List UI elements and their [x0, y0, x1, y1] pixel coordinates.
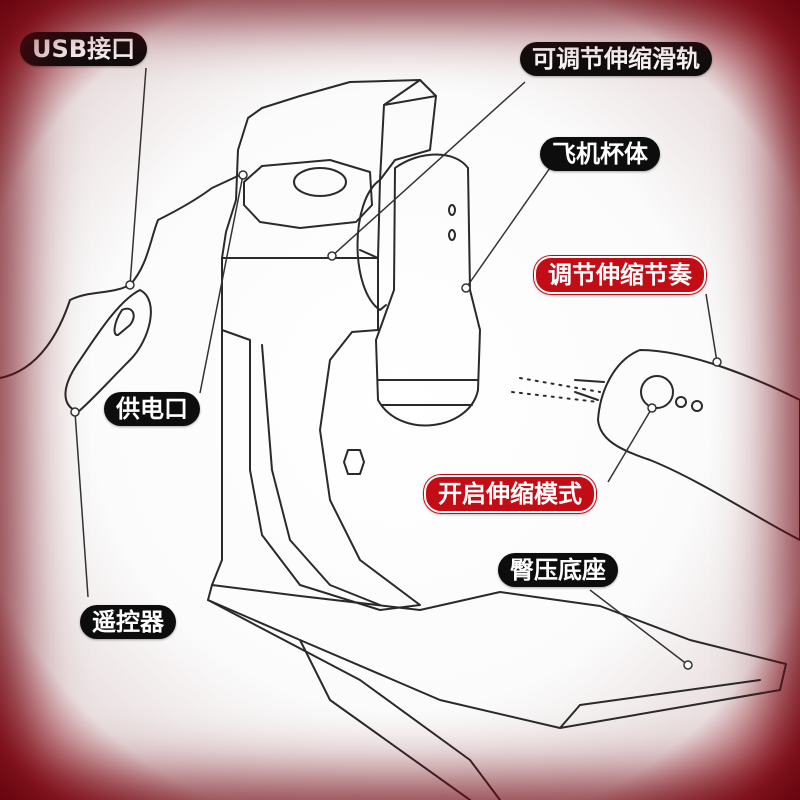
- label-adjustable-rail: 可调节伸缩滑轨: [520, 42, 712, 76]
- label-usb-port: USB接口: [20, 32, 148, 66]
- label-hip-base: 臀压底座: [498, 553, 618, 587]
- leader-rhythm: [705, 293, 718, 363]
- label-remote-control: 遥控器: [80, 605, 176, 639]
- leader-base: [589, 589, 689, 666]
- arm-outline: [0, 174, 241, 379]
- leader-rail: [331, 81, 526, 257]
- label-power-port: 供电口: [104, 392, 200, 426]
- base-platform: [207, 584, 787, 729]
- main-column: [221, 257, 421, 611]
- label-start-mode: 开启伸缩模式: [424, 475, 596, 513]
- leader-start: [607, 407, 653, 483]
- label-cup-body: 飞机杯体: [540, 137, 660, 171]
- label-adjust-rhythm: 调节伸缩节奏: [534, 256, 706, 294]
- leader-power: [199, 174, 244, 394]
- leader-usb: [129, 67, 147, 286]
- remote-right: [597, 349, 800, 541]
- upper-housing: [221, 79, 437, 259]
- leader-remote: [74, 411, 89, 598]
- leader-cup: [465, 164, 553, 289]
- cup-body: [375, 153, 481, 427]
